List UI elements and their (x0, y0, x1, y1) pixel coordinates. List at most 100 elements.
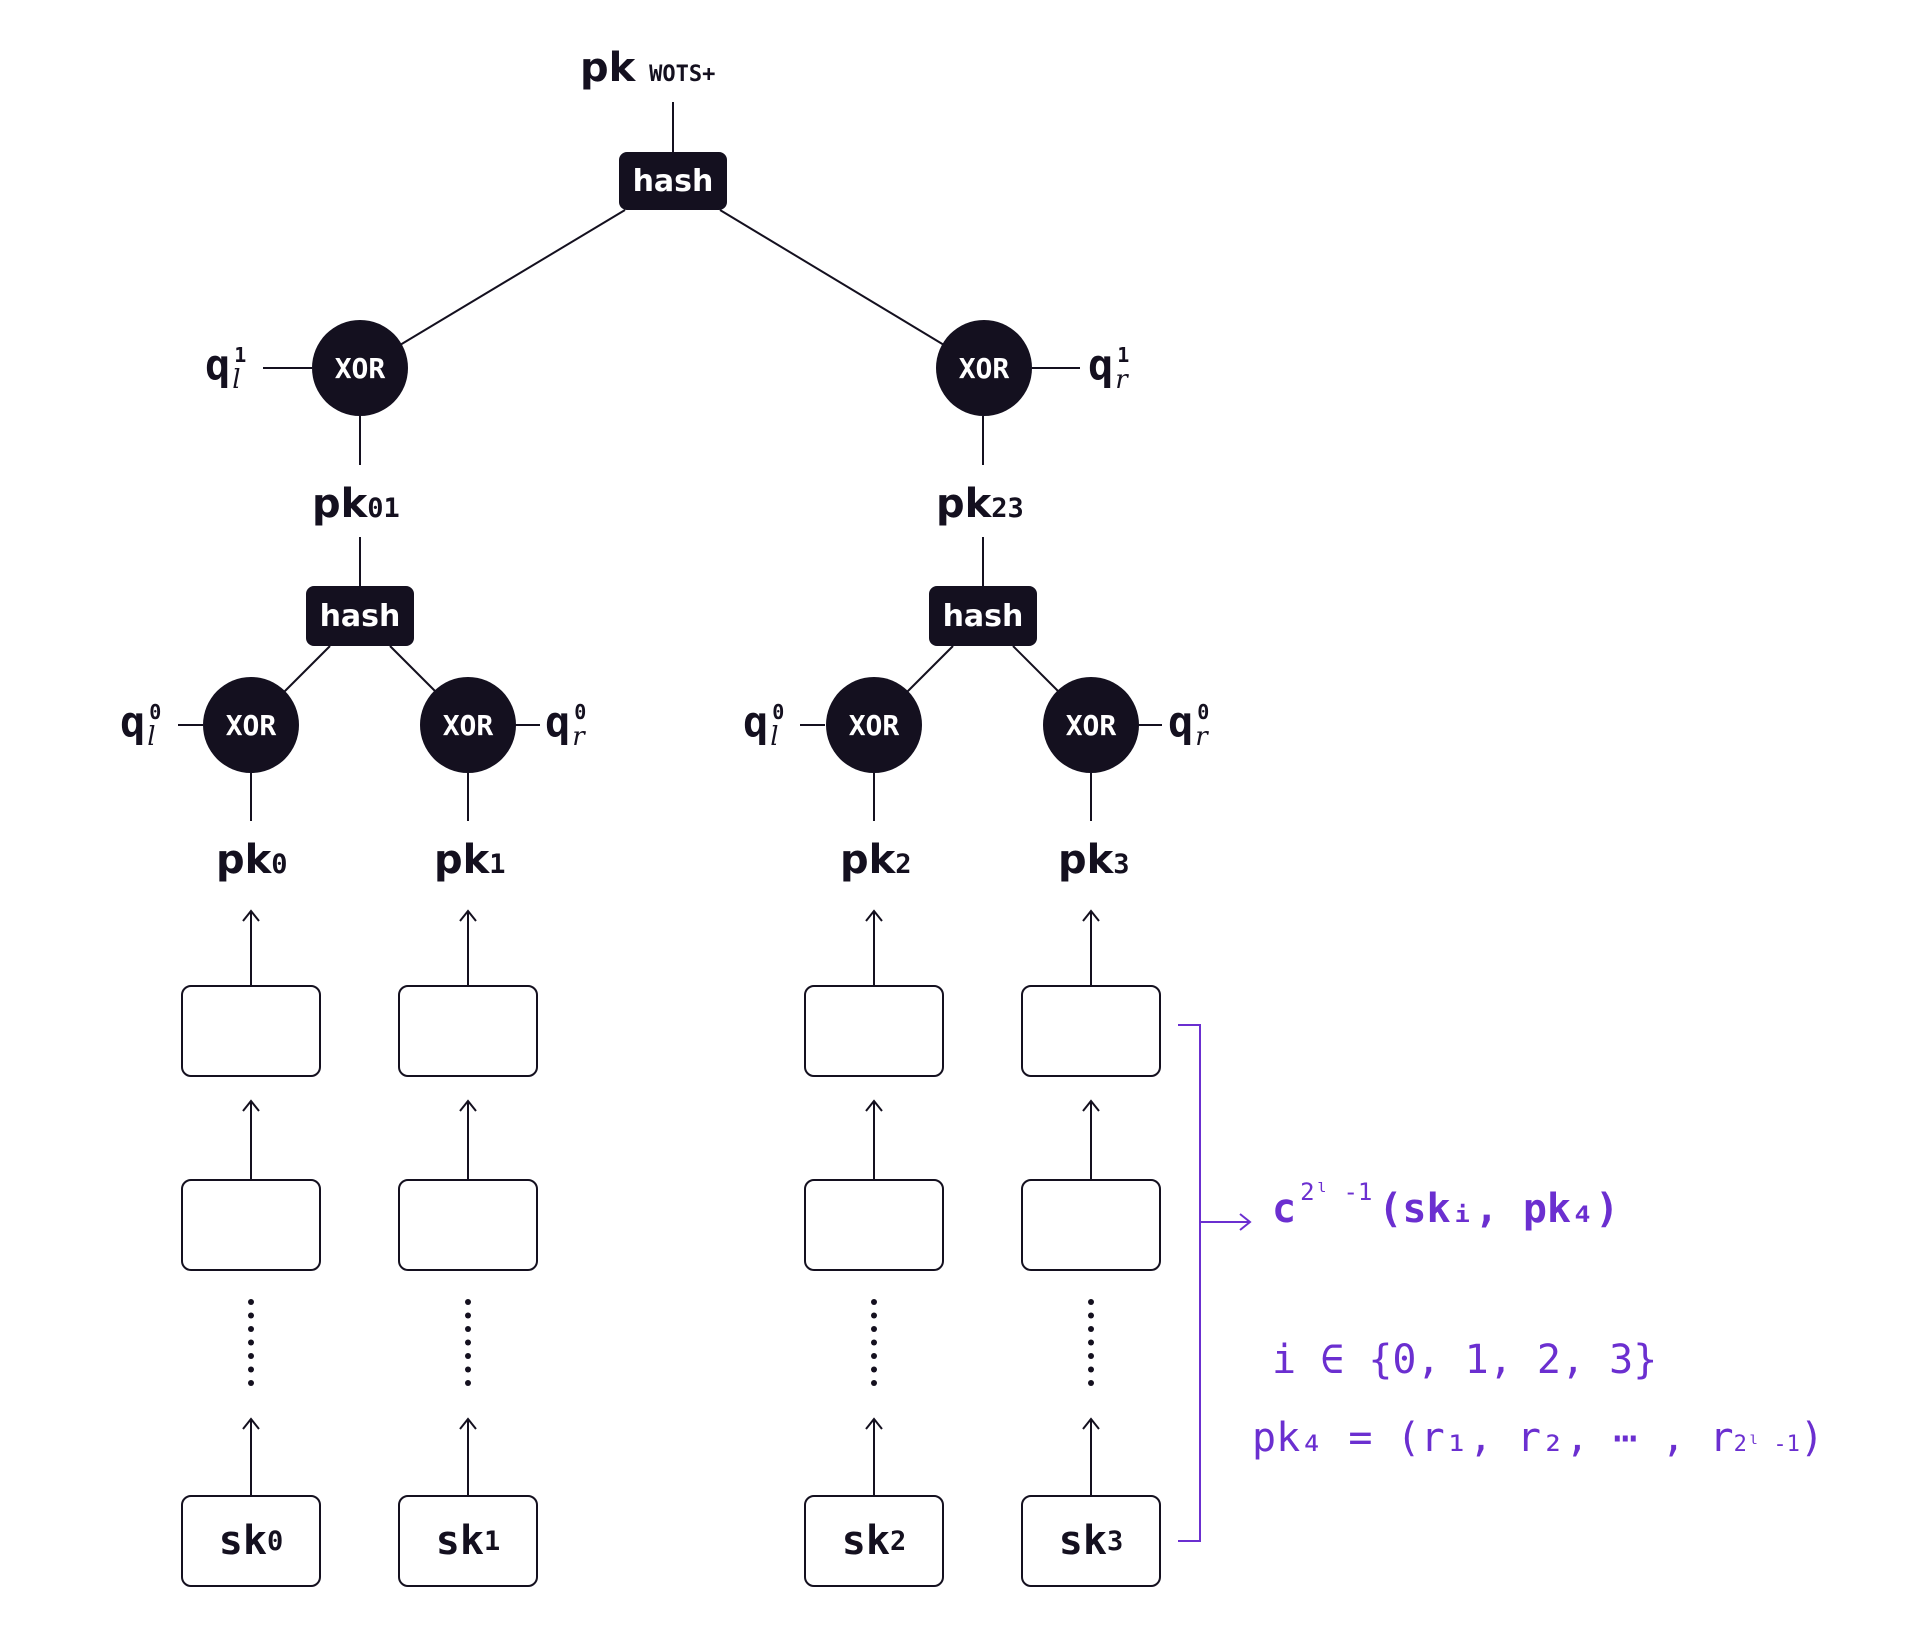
ellipsis-dot (1088, 1312, 1094, 1319)
pk-subscript: 01 (367, 493, 400, 524)
q-superscript: 0 (1197, 700, 1210, 724)
xor-node-leaf-2: XOR (826, 677, 922, 773)
q-subscript: r (572, 722, 585, 752)
q-main: q (205, 340, 231, 390)
q-main: q (1168, 697, 1194, 747)
sk-main: sk (1058, 1518, 1107, 1564)
q-main: q (743, 697, 769, 747)
formula-exponent: 2ˡ -1 (1300, 1178, 1373, 1206)
q-subscript: l (147, 722, 156, 752)
pk4-definition-exponent: 2ˡ -1 (1733, 1432, 1800, 1457)
ellipsis-dot (248, 1312, 254, 1319)
chain-step-box (181, 985, 321, 1077)
ellipsis-dot (1088, 1326, 1094, 1332)
pk-subscript: 3 (1113, 849, 1130, 880)
pk-wots-subscript: WOTS+ (649, 62, 716, 87)
pk4-definition-close: ) (1799, 1415, 1824, 1461)
arrowhead-icon (459, 909, 477, 922)
ellipsis-dot (871, 1353, 877, 1359)
xor-label: XOR (958, 351, 1010, 385)
pk-wots-main: pk (580, 45, 636, 91)
ellipsis-dot (1088, 1366, 1094, 1373)
arrowhead-icon (242, 1099, 260, 1112)
ellipsis-dot (465, 1299, 471, 1305)
ellipsis-dot (871, 1299, 877, 1305)
formula-args: (skᵢ, pk₄) (1378, 1186, 1620, 1232)
formula-c: c (1272, 1186, 1297, 1232)
q-subscript: l (770, 722, 779, 752)
arrowhead-icon (1082, 1417, 1100, 1430)
hash-label: hash (942, 598, 1024, 634)
pk-main: pk (1058, 837, 1114, 883)
xor-label: XOR (1065, 708, 1117, 742)
xor-node-level1-right: XOR (936, 320, 1032, 416)
pk-main: pk (434, 837, 490, 883)
xor-label: XOR (848, 708, 900, 742)
ellipsis-dot (465, 1366, 471, 1373)
q-main: q (120, 697, 146, 747)
pk-main: pk (312, 481, 368, 527)
ellipsis-dot (1088, 1380, 1094, 1386)
arrowhead-icon (459, 1099, 477, 1112)
xor-node-leaf-3: XOR (1043, 677, 1139, 773)
ellipsis-dot (248, 1299, 254, 1305)
ellipsis-dot (465, 1326, 471, 1332)
pk01-label: pk01 (312, 484, 400, 524)
index-set-line: i ∈ {0, 1, 2, 3} (1272, 1340, 1657, 1380)
chain-step-box (398, 1179, 538, 1271)
q-main: q (545, 697, 571, 747)
q-superscript: 1 (234, 343, 247, 367)
q-superscript: 1 (1117, 343, 1130, 367)
ellipsis-dot (465, 1339, 471, 1346)
q-subscript: r (1115, 365, 1128, 395)
pk1-label: pk1 (434, 840, 506, 880)
chain-step-box (1021, 985, 1161, 1077)
hash-node-left: hash (306, 586, 414, 646)
q-subscript: l (232, 365, 241, 395)
pk-subscript: 2 (895, 849, 912, 880)
ellipsis-dot (871, 1366, 877, 1373)
q-main: q (1088, 340, 1114, 390)
arrowhead-icon (1082, 1099, 1100, 1112)
sk-subscript: 3 (1106, 1525, 1124, 1557)
pk4-definition-line: pk₄ = (r₁, r₂, ⋯ , r2ˡ -1) (1252, 1418, 1824, 1458)
q-subscript: r (1195, 722, 1208, 752)
ellipsis-dot (248, 1380, 254, 1386)
ellipsis-dot (871, 1312, 877, 1319)
arrowhead-icon (459, 1417, 477, 1430)
index-set-text: i ∈ {0, 1, 2, 3} (1272, 1337, 1658, 1383)
xor-node-leaf-1: XOR (420, 677, 516, 773)
ellipsis-dot (248, 1366, 254, 1373)
sk-subscript: 2 (889, 1525, 907, 1557)
xor-node-level1-left: XOR (312, 320, 408, 416)
arrowhead-icon (865, 1417, 883, 1430)
pk23-label: pk23 (936, 484, 1024, 524)
arrowhead-icon (865, 1099, 883, 1112)
pk2-label: pk2 (840, 840, 912, 880)
chain-step-box (1021, 1179, 1161, 1271)
arrowhead-icon (865, 909, 883, 922)
pk-subscript: 1 (489, 849, 506, 880)
pk-subscript: 23 (991, 493, 1024, 524)
pk0-label: pk0 (216, 840, 288, 880)
ellipsis-dot (248, 1339, 254, 1346)
ellipsis-dot (465, 1312, 471, 1319)
hash-node-right: hash (929, 586, 1037, 646)
pk-main: pk (216, 837, 272, 883)
ellipsis-dot (1088, 1339, 1094, 1346)
hash-label: hash (632, 163, 714, 199)
sk-subscript: 1 (483, 1525, 501, 1557)
pk-main: pk (840, 837, 896, 883)
arrowhead-icon (1082, 909, 1100, 922)
ellipsis-dot (248, 1326, 254, 1332)
pk4-definition-text: pk₄ = (r₁, r₂, ⋯ , r (1252, 1415, 1734, 1461)
hash-node-root: hash (619, 152, 727, 210)
